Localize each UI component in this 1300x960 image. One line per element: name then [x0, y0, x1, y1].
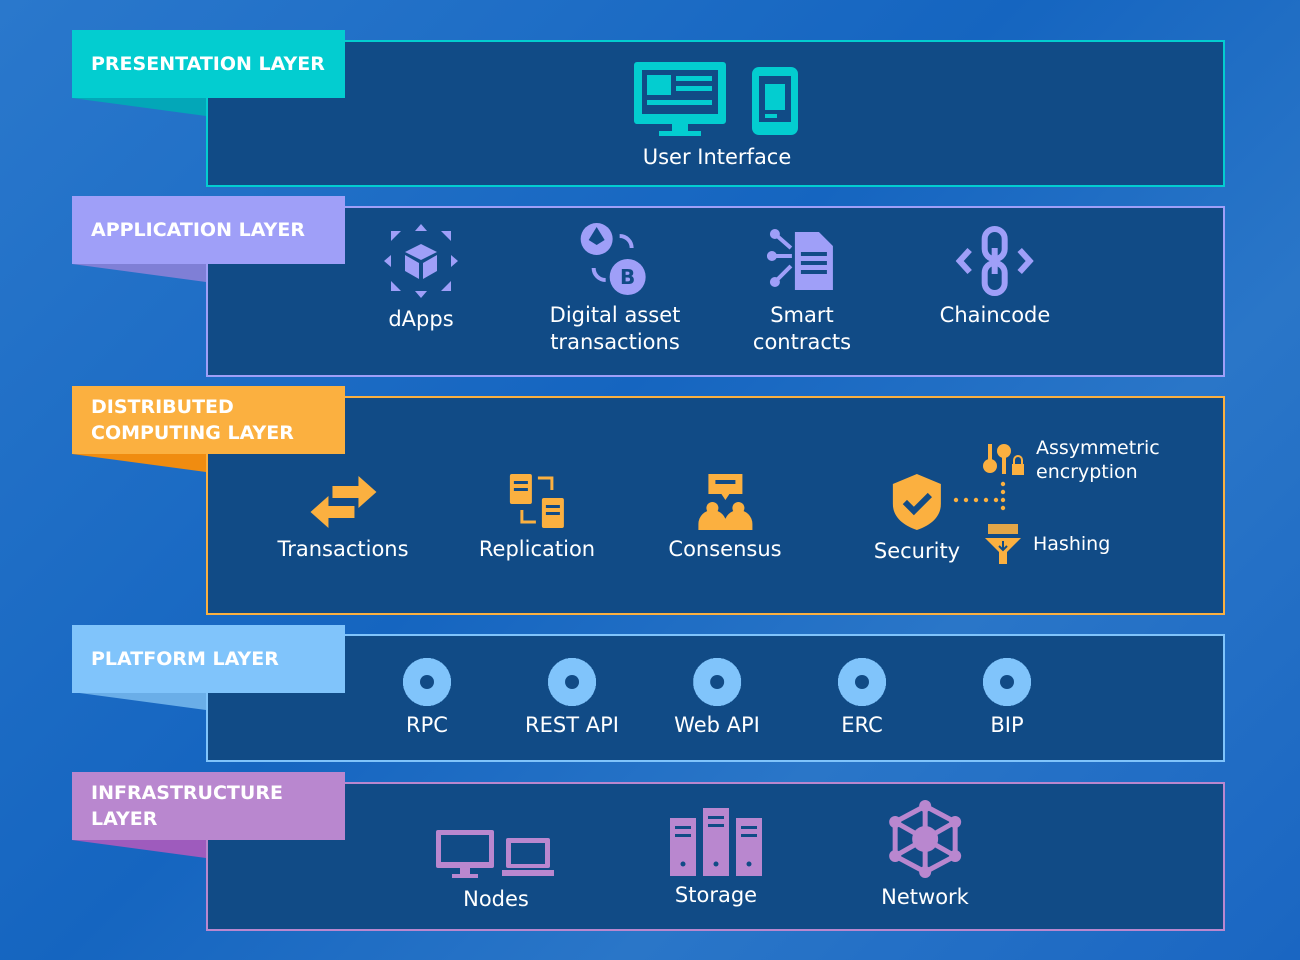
- transactions-label: Transactions: [277, 537, 409, 561]
- server-icon: [670, 808, 762, 876]
- platform-fold: [72, 692, 206, 710]
- transactions-item: Transactions: [277, 474, 409, 563]
- platform-item: BIP: [983, 658, 1031, 739]
- application-panel: [206, 206, 1225, 377]
- platform-item-label: REST API: [525, 713, 619, 737]
- nodes-label: Nodes: [463, 887, 529, 911]
- platform-item: Web API: [674, 658, 760, 739]
- network-label: Network: [881, 885, 969, 909]
- gear-icon: [838, 658, 886, 706]
- computers-icon: [436, 830, 554, 878]
- user-interface-item: User Interface: [634, 62, 800, 171]
- user-interface-label: User Interface: [642, 145, 792, 169]
- presentation-fold: [72, 98, 206, 116]
- platform-item-label: ERC: [841, 713, 883, 737]
- crypto-exchange-icon: B: [581, 223, 646, 295]
- smart-contracts-label: Smart contracts: [752, 303, 852, 354]
- nodes-item: Nodes: [436, 830, 556, 913]
- consensus-label: Consensus: [668, 537, 782, 561]
- security-item: Security: [874, 472, 960, 565]
- replication-label: Replication: [478, 537, 596, 561]
- replication-item: Replication: [479, 472, 595, 563]
- funnel-icon: [985, 524, 1021, 564]
- application-fold: [72, 264, 206, 282]
- chaincode-item: Chaincode: [939, 226, 1051, 329]
- platform-item-label: Web API: [674, 713, 760, 737]
- gear-icon: [403, 658, 451, 706]
- dapps-item: dApps: [382, 222, 460, 333]
- hashing-label: Hashing: [1033, 533, 1111, 555]
- dapps-label: dApps: [388, 307, 454, 331]
- gear-icon: [693, 658, 741, 706]
- distributed-layer-label: DISTRIBUTED COMPUTING LAYER: [72, 386, 345, 454]
- monitor-phone-icon: [634, 62, 798, 136]
- document-network-icon: [766, 229, 833, 290]
- platform-item: RPC: [403, 658, 451, 739]
- chain-code-icon: [955, 226, 1034, 296]
- network-icon: [889, 800, 961, 878]
- consensus-item: Consensus: [668, 472, 782, 563]
- copy-documents-icon: [510, 474, 564, 528]
- chaincode-label: Chaincode: [939, 303, 1051, 327]
- meeting-icon: [698, 474, 752, 530]
- smart-contracts-item: Smart contracts: [753, 226, 851, 356]
- asymmetric-encryption-label: Assymmetric encryption: [1036, 437, 1160, 483]
- storage-item: Storage: [670, 808, 762, 909]
- exchange-arrows-icon: [309, 476, 376, 528]
- security-label: Security: [873, 539, 961, 563]
- network-item: Network: [881, 800, 969, 911]
- storage-label: Storage: [674, 883, 758, 907]
- security-connector: [953, 481, 1006, 511]
- shield-check-icon: [893, 474, 941, 530]
- svg-text:B: B: [620, 265, 635, 289]
- digital-asset-label: Digital asset transactions: [549, 303, 681, 354]
- gear-icon: [547, 658, 596, 706]
- platform-item: REST API: [525, 658, 619, 739]
- infrastructure-layer-label: INFRASTRUCTURE LAYER: [72, 772, 345, 840]
- infrastructure-fold: [72, 840, 206, 858]
- platform-item: ERC: [838, 658, 886, 739]
- platform-item-label: BIP: [990, 713, 1024, 737]
- platform-item-label: RPC: [406, 713, 448, 737]
- keys-lock-icon: [983, 444, 1024, 475]
- distributed-fold: [72, 454, 206, 472]
- gear-icon: [983, 658, 1031, 706]
- platform-layer-label: PLATFORM LAYER: [72, 625, 345, 693]
- application-layer-label: APPLICATION LAYER: [72, 196, 345, 264]
- digital-asset-item: B Digital asset transactions: [549, 222, 681, 356]
- cube-arrows-icon: [384, 224, 458, 298]
- presentation-layer-label: PRESENTATION LAYER: [72, 30, 345, 98]
